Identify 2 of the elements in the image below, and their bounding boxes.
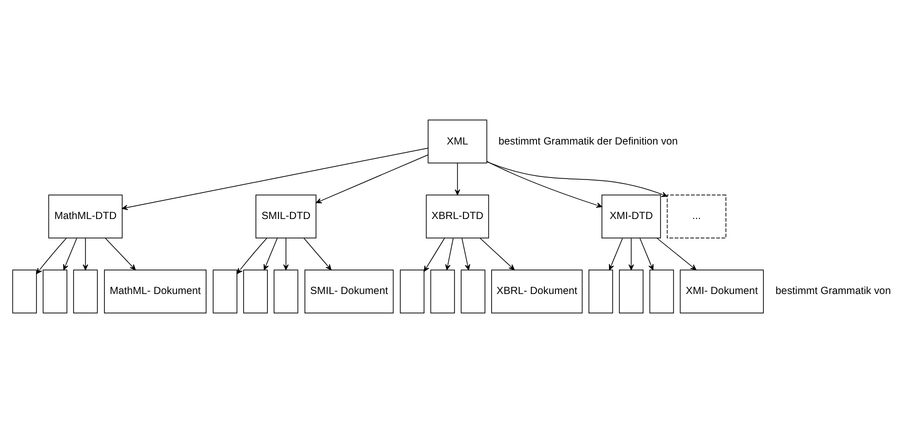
label: bestimmt Grammatik der Definition von	[498, 136, 678, 147]
label: bestimmt Grammatik von	[776, 286, 891, 297]
